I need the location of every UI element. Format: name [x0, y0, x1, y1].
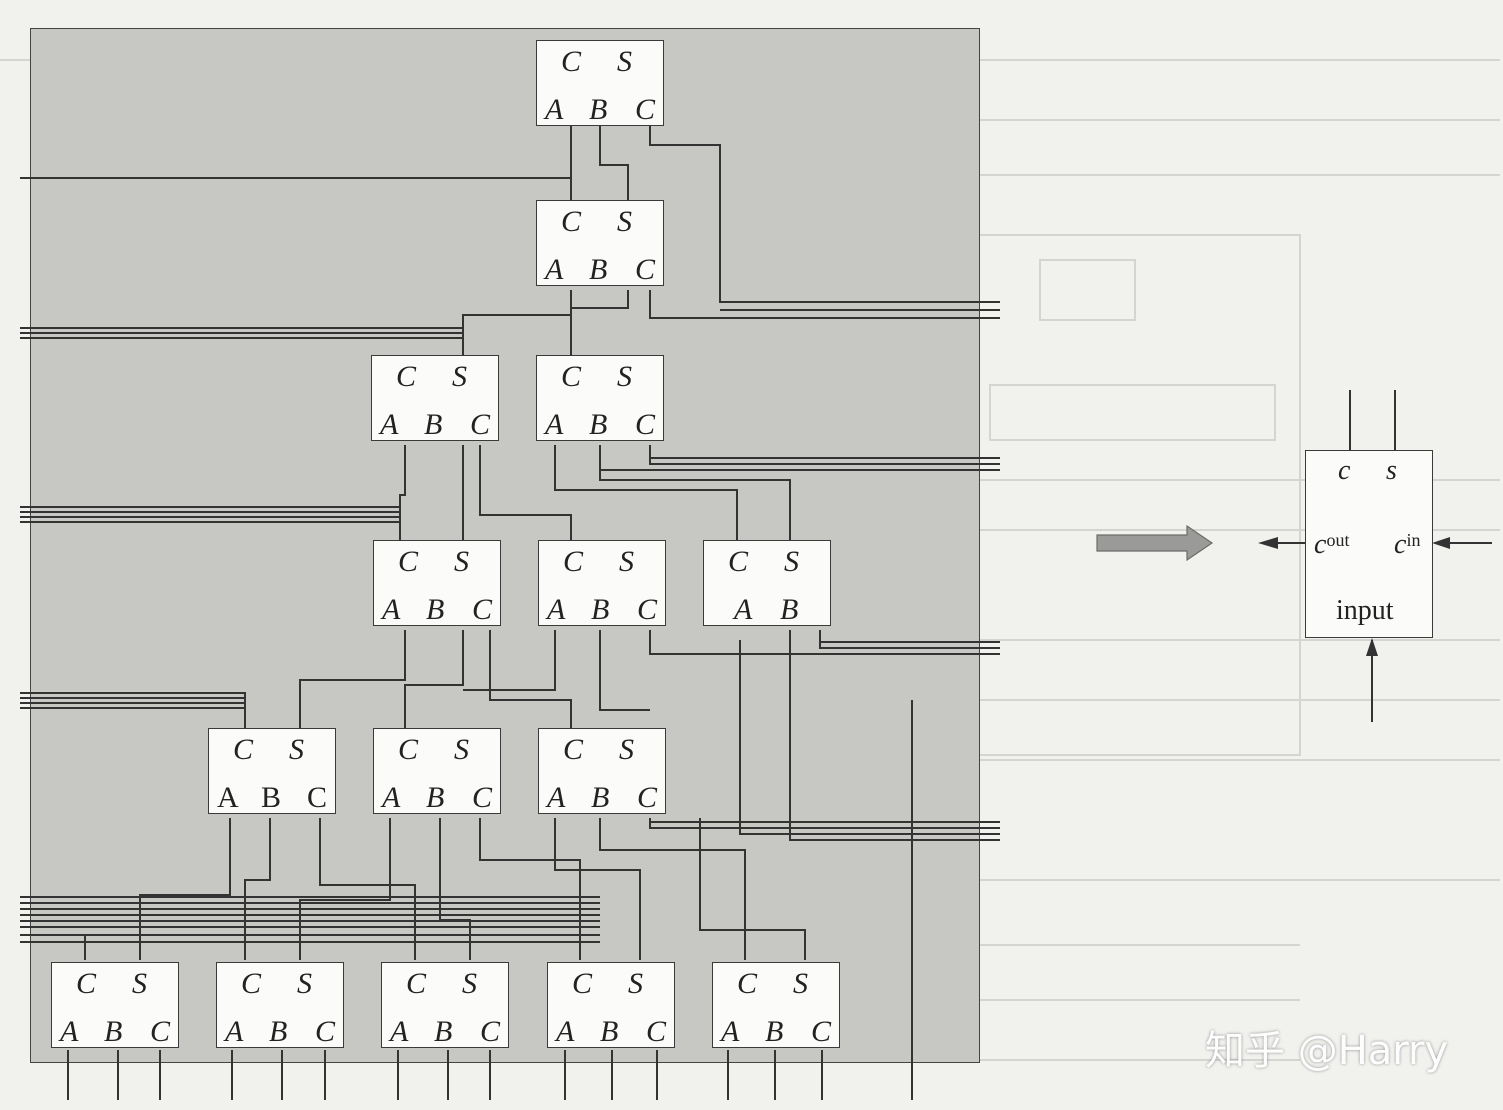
input-a-label: A	[545, 253, 564, 286]
input-b-label: B	[765, 1015, 784, 1048]
full-adder-r6-5: C S A B C	[712, 962, 840, 1048]
sum-label: S	[452, 360, 467, 393]
input-b-label: B	[589, 93, 608, 126]
input-c-label: C	[637, 781, 658, 814]
carry-label: C	[563, 545, 584, 578]
input-b-label: B	[424, 408, 443, 441]
legend-carry-label: c	[1338, 455, 1351, 486]
full-adder-r5-1: C S A B C	[208, 728, 336, 814]
input-c-label: C	[480, 1015, 501, 1048]
carry-label: C	[396, 360, 417, 393]
full-adder-r2-1: C S A B C	[536, 200, 664, 286]
carry-label: C	[233, 733, 254, 766]
input-b-label: B	[600, 1015, 619, 1048]
input-a-label: A	[547, 781, 566, 814]
sum-label: S	[617, 360, 632, 393]
carry-label: C	[561, 205, 582, 238]
carry-label: C	[406, 967, 427, 1000]
carry-label: C	[563, 733, 584, 766]
input-b-label: B	[434, 1015, 453, 1048]
carry-label: C	[398, 545, 419, 578]
input-c-label: C	[646, 1015, 667, 1048]
input-a-label: A	[545, 93, 564, 126]
sum-label: S	[619, 733, 634, 766]
carry-label: C	[572, 967, 593, 1000]
watermark: 知乎 @Harry	[1205, 1028, 1449, 1074]
input-c-label: C	[472, 593, 493, 626]
input-a-label: A	[556, 1015, 575, 1048]
input-b-label: B	[261, 781, 282, 814]
input-c-label: C	[315, 1015, 336, 1048]
sum-label: S	[628, 967, 643, 1000]
input-b-label: B	[426, 781, 445, 814]
input-c-label: C	[150, 1015, 171, 1048]
sum-label: S	[784, 545, 799, 578]
input-a-label: A	[225, 1015, 244, 1048]
full-adder-r6-1: C S A B C	[51, 962, 179, 1048]
input-b-label: B	[426, 593, 445, 626]
input-b-label: B	[591, 593, 610, 626]
input-a-label: A	[217, 781, 239, 814]
full-adder-r6-3: C S A B C	[381, 962, 509, 1048]
input-b-label: B	[589, 408, 608, 441]
sum-label: S	[619, 545, 634, 578]
input-c-label: C	[637, 593, 658, 626]
full-adder-r5-2: C S A B C	[373, 728, 501, 814]
full-adder-r6-2: C S A B C	[216, 962, 344, 1048]
input-a-label: A	[382, 593, 401, 626]
input-b-label: B	[104, 1015, 123, 1048]
input-c-label: C	[635, 253, 656, 286]
input-b-label: B	[269, 1015, 288, 1048]
input-a-label: A	[60, 1015, 79, 1048]
carry-label: C	[561, 360, 582, 393]
adder-tree-panel	[30, 28, 980, 1063]
input-c-label: C	[811, 1015, 832, 1048]
input-a-label: A	[545, 408, 564, 441]
sum-label: S	[793, 967, 808, 1000]
legend-sum-label: s	[1386, 455, 1397, 486]
legend-input-label: input	[1336, 595, 1394, 626]
sum-label: S	[132, 967, 147, 1000]
sum-label: S	[462, 967, 477, 1000]
input-b-label: B	[780, 593, 799, 626]
input-c-label: C	[470, 408, 491, 441]
carry-label: C	[241, 967, 262, 1000]
input-a-label: A	[382, 781, 401, 814]
sum-label: S	[454, 545, 469, 578]
input-a-label: A	[380, 408, 399, 441]
input-b-label: B	[589, 253, 608, 286]
input-c-label: C	[307, 781, 328, 814]
input-b-label: B	[591, 781, 610, 814]
full-adder-r3-2: C S A B C	[536, 355, 664, 441]
sum-label: S	[297, 967, 312, 1000]
carry-label: C	[728, 545, 749, 578]
sum-label: S	[454, 733, 469, 766]
sum-label: S	[617, 205, 632, 238]
full-adder-r4-1: C S A B C	[373, 540, 501, 626]
full-adder-r5-3: C S A B C	[538, 728, 666, 814]
input-c-label: C	[635, 93, 656, 126]
carry-label: C	[76, 967, 97, 1000]
full-adder-r6-4: C S A B C	[547, 962, 675, 1048]
carry-label: C	[561, 45, 582, 78]
input-a-label: A	[547, 593, 566, 626]
sum-label: S	[617, 45, 632, 78]
sum-label: S	[289, 733, 304, 766]
input-a-label: A	[390, 1015, 409, 1048]
half-adder-r4-3: C S A B	[703, 540, 831, 626]
full-adder-r1-1: C S A B C	[536, 40, 664, 126]
full-adder-r4-2: C S A B C	[538, 540, 666, 626]
full-adder-r3-1: C S A B C	[371, 355, 499, 441]
input-a-label: A	[734, 593, 753, 626]
carry-label: C	[398, 733, 419, 766]
input-a-label: A	[721, 1015, 740, 1048]
carry-label: C	[737, 967, 758, 1000]
input-c-label: C	[635, 408, 656, 441]
input-c-label: C	[472, 781, 493, 814]
